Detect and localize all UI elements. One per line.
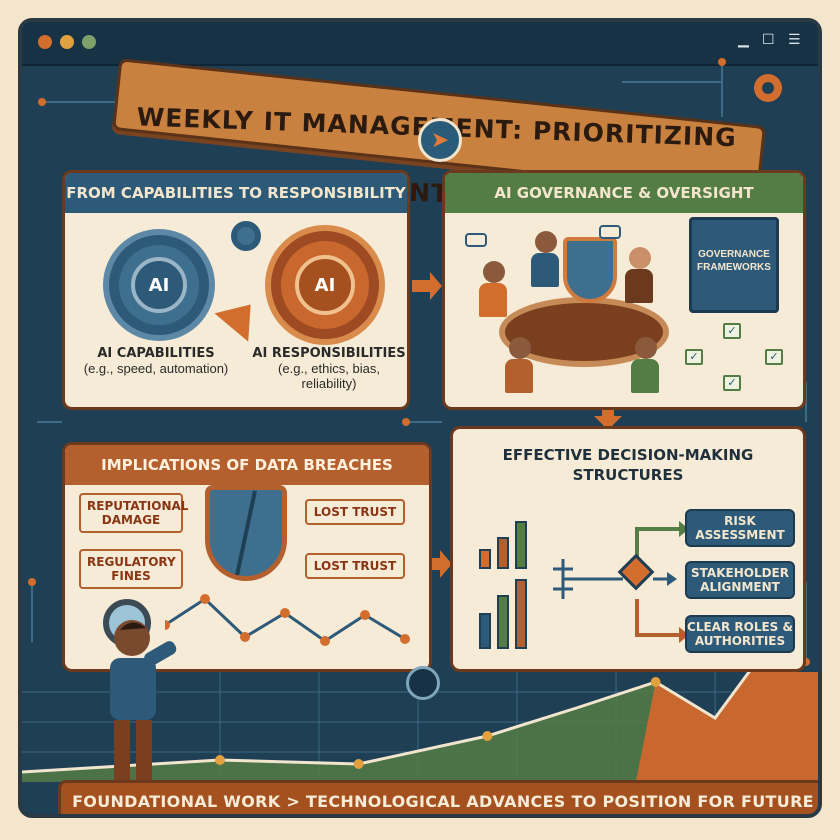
- title-bar: ▁ ☐ ☰: [22, 22, 818, 66]
- tag-regulatory-fines: REGULATORY FINES: [79, 549, 183, 589]
- footer-text: FOUNDATIONAL WORK > TECHNOLOGICAL ADVANC…: [72, 792, 814, 811]
- broken-shield-icon: [205, 485, 287, 581]
- caption-detail: (e.g., speed, automation): [83, 361, 229, 376]
- panel-capabilities-title: FROM CAPABILITIES TO RESPONSIBILITY: [65, 173, 407, 213]
- book-label: GOVERNANCE FRAMEWORKS: [697, 249, 771, 273]
- infographic-window: ▁ ☐ ☰ WEEKLY IT MANAGEMENT:: [18, 18, 822, 818]
- caption-title: AI RESPONSIBILITIES: [252, 346, 406, 361]
- arrow-icon: [214, 290, 268, 342]
- footer-banner: FOUNDATIONAL WORK > TECHNOLOGICAL ADVANC…: [58, 780, 818, 814]
- shield-icon: [563, 237, 617, 303]
- outcome-risk-assessment: RISK ASSESSMENT: [685, 509, 795, 547]
- panel-decision-structures: EFFECTIVE DECISION-MAKING STRUCTURES: [450, 426, 806, 672]
- gear-left-label: AI: [131, 257, 187, 313]
- speech-bubble-icon: [465, 233, 487, 247]
- analyst-figure: [110, 620, 177, 780]
- menu-icon[interactable]: ☰: [788, 32, 801, 48]
- gear-right-label: AI: [295, 255, 355, 315]
- tag-lost-trust: LOST TRUST: [305, 553, 405, 579]
- caption-title: AI CAPABILITIES: [97, 346, 215, 361]
- trend-line-icon: [165, 594, 410, 646]
- ai-responsibilities-gear-icon: AI: [271, 231, 379, 339]
- panel-breaches-title: IMPLICATIONS OF DATA BREACHES: [65, 445, 429, 485]
- document-icon: [406, 666, 440, 700]
- small-gear-icon: [231, 221, 261, 251]
- window-dot-red[interactable]: [38, 35, 52, 49]
- branch-connector: [553, 521, 689, 643]
- speech-bubble-icon: [599, 225, 621, 239]
- meeting-illustration: [459, 225, 679, 407]
- compass-icon: ➤: [418, 118, 462, 162]
- panel-governance-title: AI GOVERNANCE & OVERSIGHT: [445, 173, 803, 213]
- minimize-icon[interactable]: ▁: [738, 32, 749, 48]
- bar-chart-icon: [479, 499, 549, 569]
- bar-chart-icon: [479, 569, 549, 649]
- flowchart-icon: ✓ ✓ ✓ ✓: [677, 323, 787, 393]
- panel-governance: AI GOVERNANCE & OVERSIGHT GOVERNANCE FRA…: [442, 170, 806, 410]
- window-dot-green[interactable]: [82, 35, 96, 49]
- caption-detail: (e.g., ethics, bias, reliability): [278, 361, 380, 391]
- window-dot-yellow[interactable]: [60, 35, 74, 49]
- capabilities-caption: AI CAPABILITIES (e.g., speed, automation…: [81, 345, 231, 376]
- responsibilities-caption: AI RESPONSIBILITIES (e.g., ethics, bias,…: [251, 345, 407, 391]
- outcome-clear-roles: CLEAR ROLES & AUTHORITIES: [685, 615, 795, 653]
- panel-capabilities: FROM CAPABILITIES TO RESPONSIBILITY AI A…: [62, 170, 410, 410]
- panel-decision-title: EFFECTIVE DECISION-MAKING STRUCTURES: [502, 446, 754, 484]
- growth-chart-icon: [22, 672, 818, 782]
- maximize-icon[interactable]: ☐: [762, 32, 775, 48]
- tag-reputational-damage: REPUTATIONAL DAMAGE: [79, 493, 188, 533]
- outcome-stakeholder-alignment: STAKEHOLDER ALIGNMENT: [685, 561, 795, 599]
- tag-lost-trust: LOST TRUST: [305, 499, 405, 525]
- gear-icon: [754, 74, 782, 102]
- ai-capabilities-gear-icon: AI: [109, 235, 209, 335]
- governance-book: GOVERNANCE FRAMEWORKS: [689, 217, 779, 313]
